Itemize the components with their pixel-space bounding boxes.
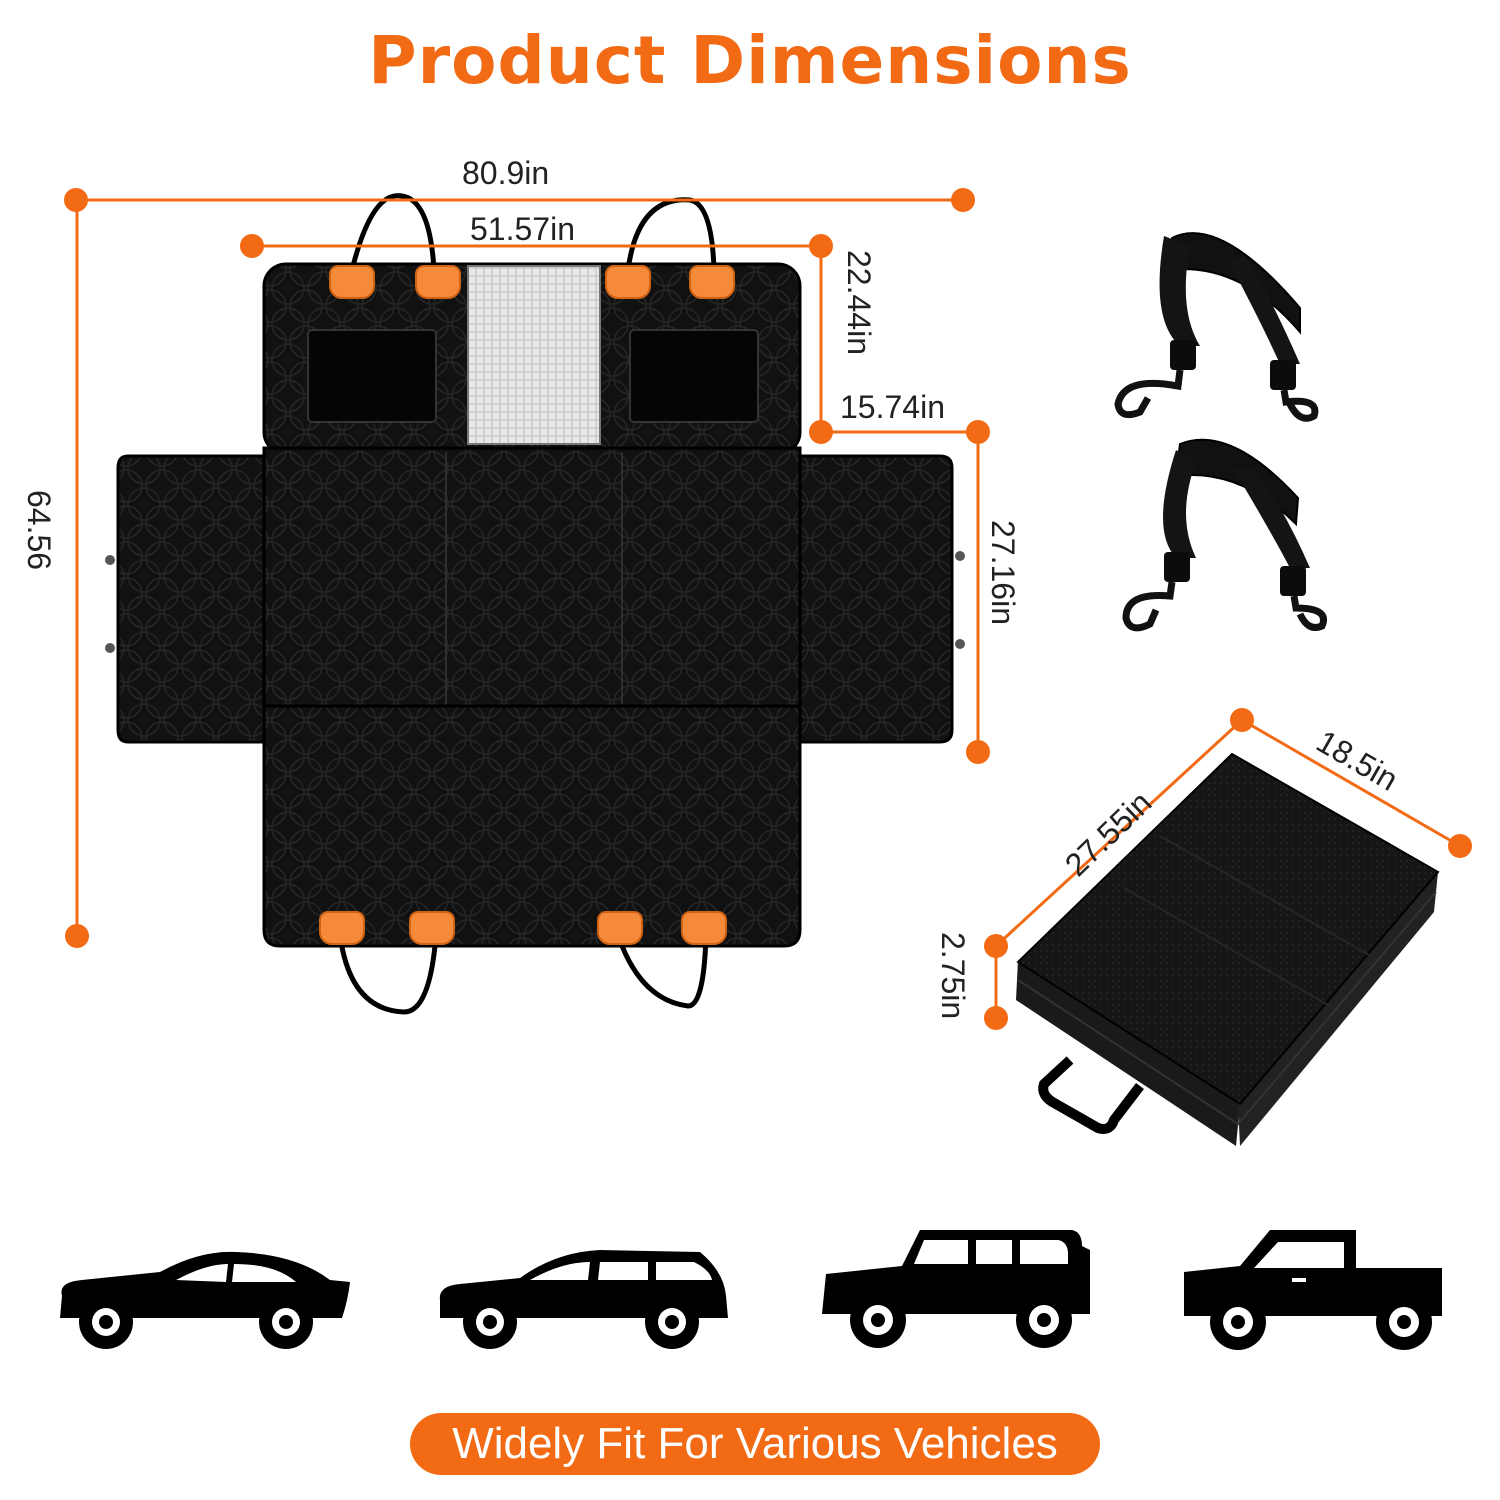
dim-seat-depth: 27.16in xyxy=(985,520,1021,625)
suv-icon xyxy=(822,1230,1090,1348)
page-title: Product Dimensions xyxy=(368,22,1132,99)
strap-image-2 xyxy=(1122,438,1327,632)
dim-total-length: 64.56 xyxy=(21,490,57,570)
dimension-lines xyxy=(64,188,1472,1030)
dim-side-flap-width: 15.74in xyxy=(840,389,945,425)
dim-folded-thickness: 2.75in xyxy=(935,932,971,1019)
dim-seat-width: 51.57in xyxy=(470,211,575,247)
dim-total-width: 80.9in xyxy=(462,155,549,191)
seat-cover-image xyxy=(105,193,965,1015)
dim-backrest-height: 22.44in xyxy=(841,250,877,355)
wagon-icon xyxy=(439,1250,728,1349)
vehicle-fit-banner: Widely Fit For Various Vehicles xyxy=(410,1413,1100,1475)
strap-image-1 xyxy=(1114,232,1319,422)
folded-cover-image xyxy=(1016,752,1440,1146)
sedan-icon xyxy=(60,1251,350,1349)
pickup-truck-icon xyxy=(1184,1230,1442,1350)
